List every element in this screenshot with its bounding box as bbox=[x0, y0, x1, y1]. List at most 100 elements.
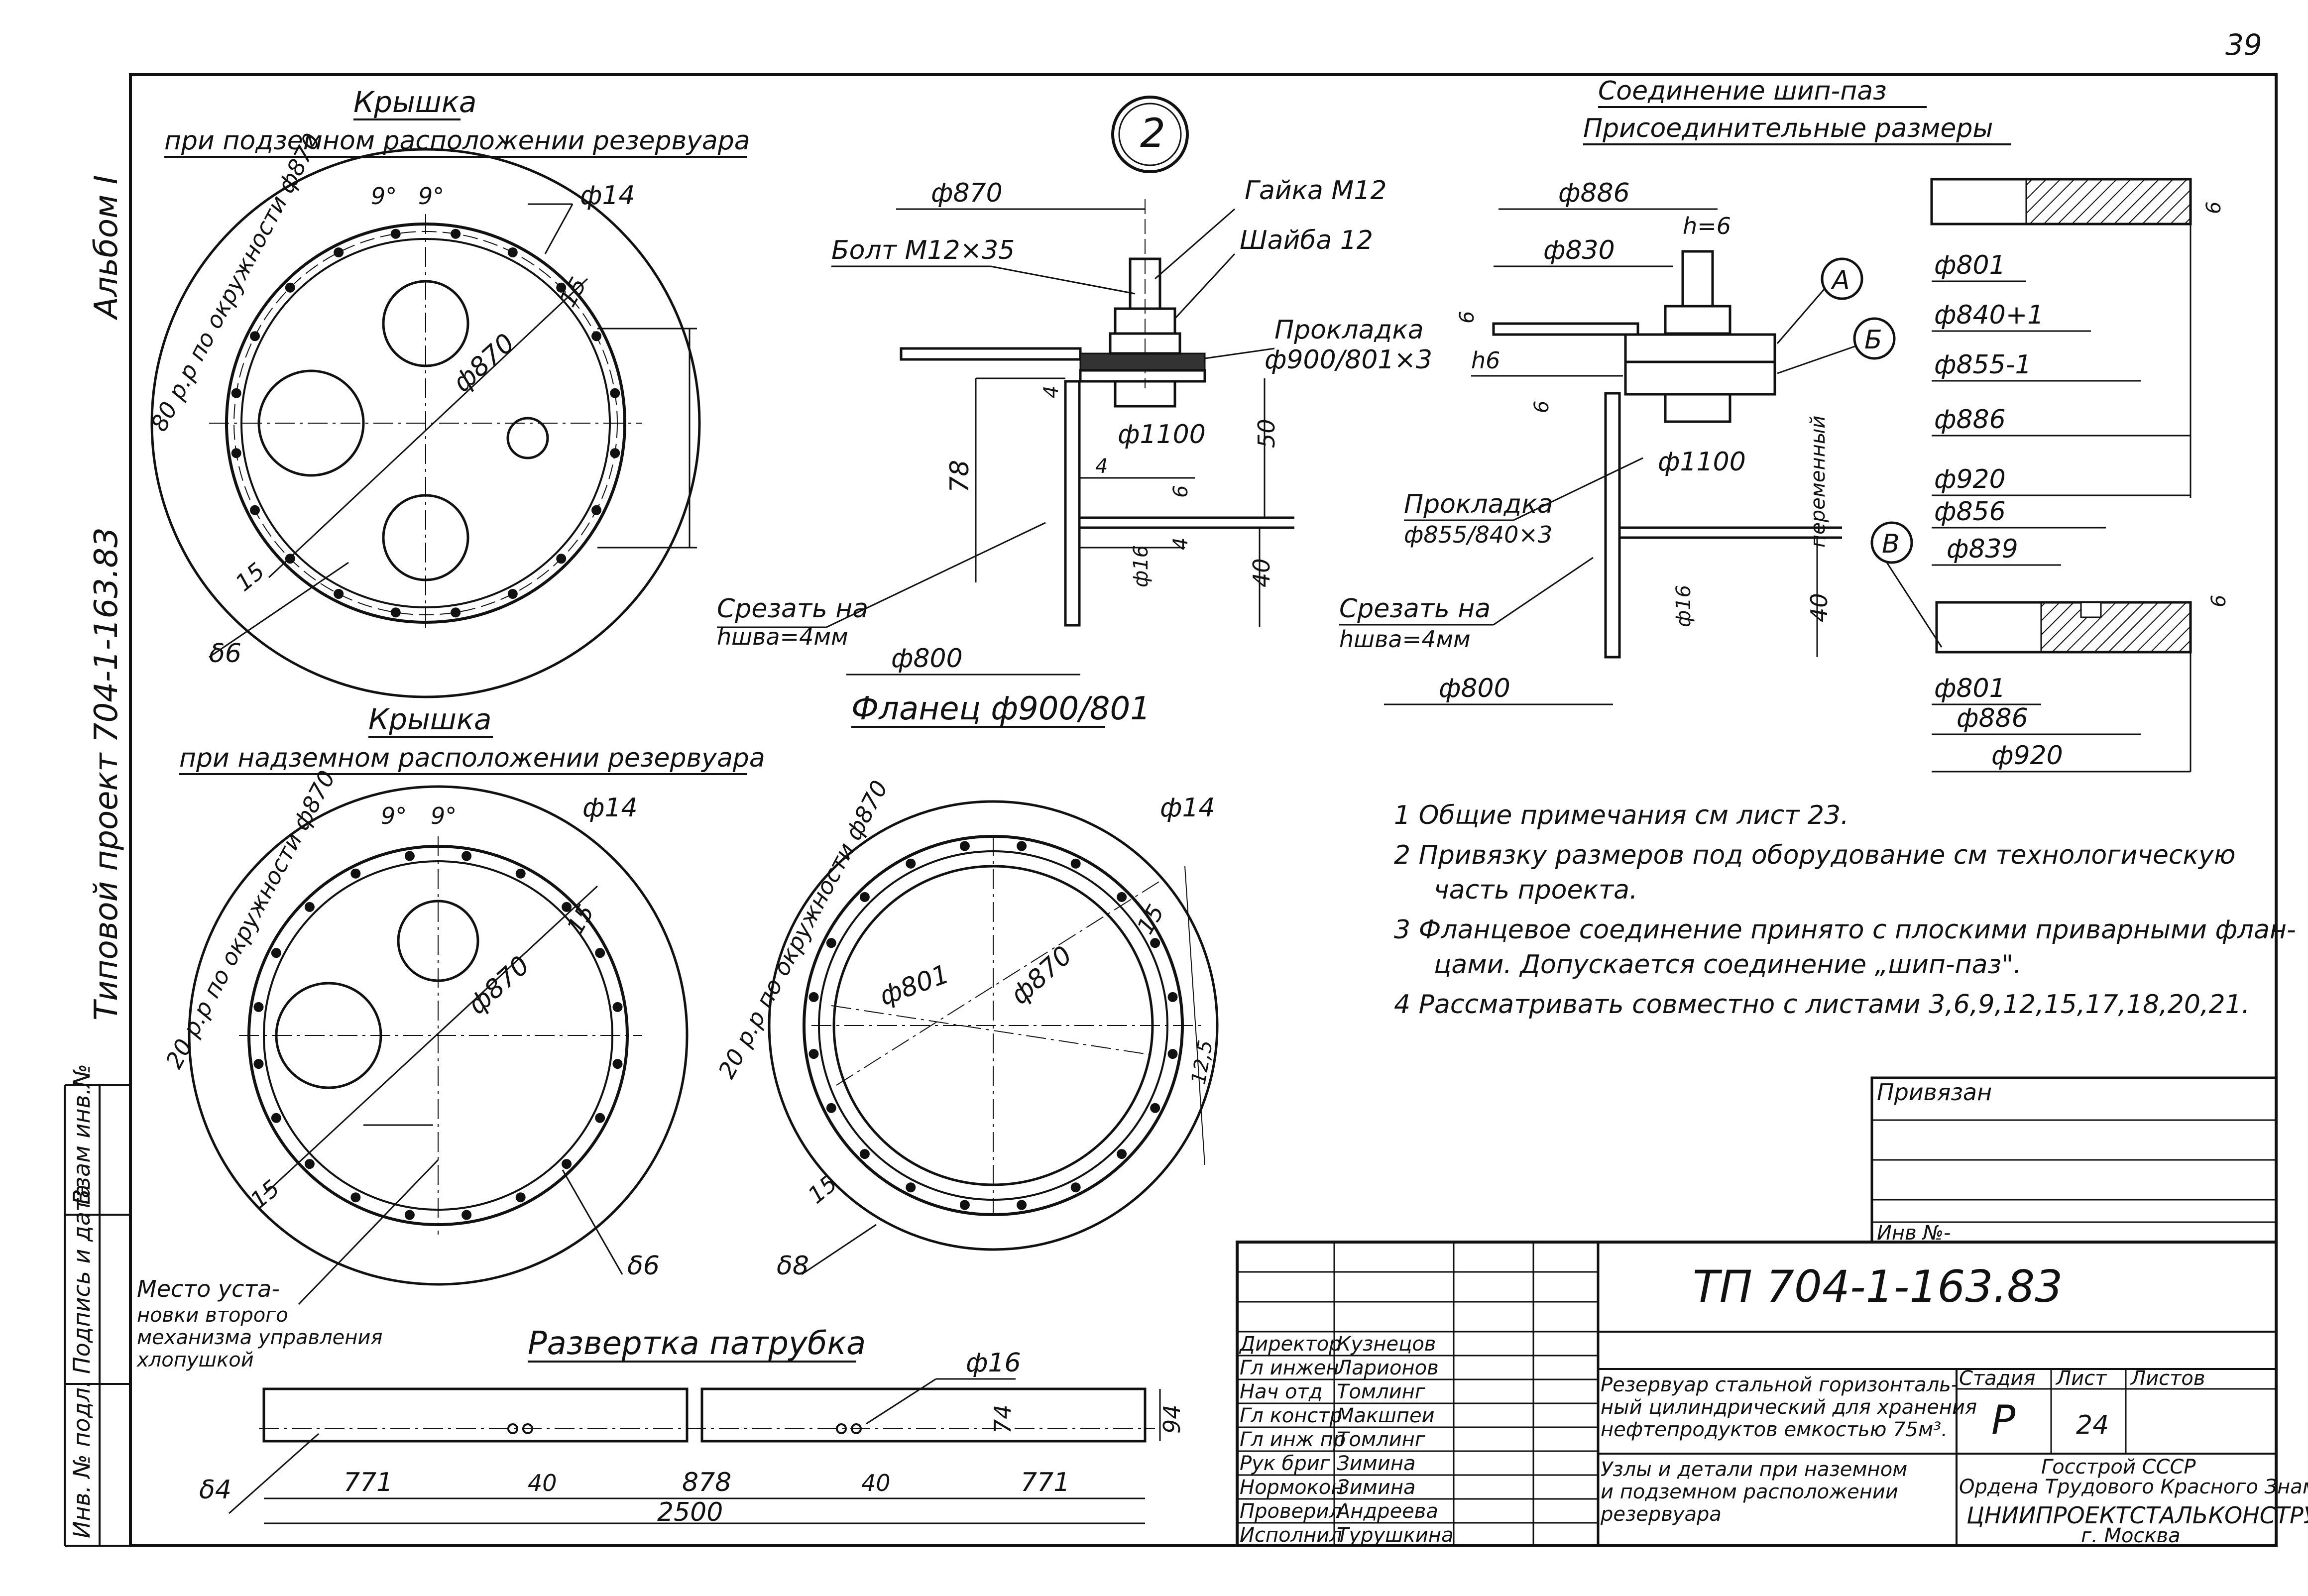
title-person: Турушкина bbox=[1337, 1524, 1454, 1547]
ring-dim-15a: 15 bbox=[1132, 900, 1169, 939]
title-role: Проверил bbox=[1240, 1500, 1342, 1523]
lid-above-note-4: хлопушкой bbox=[136, 1349, 254, 1371]
detail-2-marker: 2 bbox=[1140, 110, 1165, 156]
title-role: Нормокон bbox=[1240, 1476, 1344, 1499]
joint-cut-value: hшва=4мм bbox=[1339, 626, 1471, 653]
title-person: Зимина bbox=[1337, 1476, 1415, 1499]
bolt-hole bbox=[1150, 938, 1160, 948]
bolt-hole bbox=[826, 1103, 836, 1113]
joint-dia-1100: ф1100 bbox=[1658, 447, 1746, 477]
nozzle-dim-94: 94 bbox=[1158, 1404, 1185, 1434]
bolt-hole bbox=[556, 554, 567, 564]
bolt-hole bbox=[906, 1182, 916, 1193]
joint-dim-6b: 6 bbox=[1530, 401, 1553, 413]
joint-marker-a: А bbox=[1831, 265, 1850, 295]
title-org-3: ЦНИИПРОЕКТСТАЛЬКОНСТРУКЦИЯ bbox=[1966, 1502, 2308, 1529]
bolt-hole bbox=[1070, 858, 1081, 869]
nozzle-seg-4: 40 bbox=[861, 1470, 891, 1496]
title-person: Зимина bbox=[1337, 1452, 1415, 1475]
detail-2-dim-4c: 4 bbox=[1169, 538, 1192, 550]
bolt-hole bbox=[231, 388, 241, 398]
lid-under-title: Крышка bbox=[353, 85, 476, 119]
title-person: Кузнецов bbox=[1337, 1333, 1436, 1356]
title-sheet-2: и подземном расположении bbox=[1601, 1481, 1898, 1503]
title-person: Ларионов bbox=[1336, 1357, 1439, 1379]
title-sheet: 24 bbox=[2076, 1410, 2109, 1440]
general-notes: 1 Общие примечания см лист 23. 2 Привязк… bbox=[1394, 800, 2296, 1020]
lid-under-thickness: δ6 bbox=[209, 639, 241, 669]
bolt-hole bbox=[959, 1200, 970, 1210]
detail-2-dim-6: 6 bbox=[1169, 485, 1192, 498]
bolt-hole bbox=[595, 948, 605, 958]
joint-title: Соединение шип-паз bbox=[1598, 76, 1887, 106]
side-cell-signature: Подпись и дата bbox=[68, 1184, 95, 1374]
nozzle-seg-5: 771 bbox=[1021, 1468, 1070, 1497]
detail-2-dim-4a: 4 bbox=[1040, 386, 1063, 398]
bolt-hole bbox=[304, 1159, 315, 1169]
note-4: 4 Рассматривать совместно с листами 3,6,… bbox=[1394, 990, 2250, 1020]
bolt-hole bbox=[271, 1113, 281, 1123]
lid-under-hole-dia: ф14 bbox=[580, 181, 635, 211]
bolt-hole bbox=[610, 448, 620, 458]
nozzle-total: 2500 bbox=[657, 1497, 723, 1527]
bolt-hole bbox=[334, 589, 344, 599]
sheet-frame bbox=[129, 73, 2278, 1547]
bolt-hole bbox=[1117, 1149, 1127, 1159]
bolt-hole bbox=[285, 282, 295, 293]
bolt-hole bbox=[451, 228, 461, 239]
bolt-hole bbox=[906, 858, 916, 869]
lid-under-angle-b: 9° bbox=[418, 183, 444, 210]
bolt-hole bbox=[591, 505, 601, 515]
bolt-hole bbox=[507, 247, 518, 257]
lid-above-note-1: Место уста- bbox=[137, 1275, 280, 1302]
title-description-2: ный цилиндрический для хранения bbox=[1601, 1396, 1977, 1419]
bolt-hole bbox=[462, 851, 472, 861]
bolt-hole bbox=[808, 1049, 819, 1059]
bolt-hole bbox=[591, 331, 601, 342]
bolt-hole bbox=[515, 868, 526, 879]
lid-under-angle-a: 9° bbox=[371, 183, 397, 210]
bolt-hole bbox=[595, 1113, 605, 1123]
bolt-hole bbox=[612, 1002, 623, 1012]
lid-under-dia-870: ф870 bbox=[448, 328, 521, 398]
title-person: Макшпеи bbox=[1337, 1404, 1435, 1427]
title-linked: Привязан bbox=[1877, 1079, 1992, 1106]
profile-bottom-0: ф801 bbox=[1934, 674, 2006, 703]
detail-2-dim-4b: 4 bbox=[1095, 455, 1108, 478]
album-label: Альбом I bbox=[88, 175, 125, 321]
project-label: Типовой проект 704-1-163.83 bbox=[88, 527, 125, 1021]
title-description-3: нефтепродуктов емкостью 75м³. bbox=[1601, 1418, 1948, 1441]
profile-top-3: ф886 bbox=[1934, 405, 2006, 435]
detail-2-dim-78: 78 bbox=[945, 460, 975, 493]
title-person: Андреева bbox=[1335, 1500, 1438, 1523]
nozzle-seg-2: 40 bbox=[528, 1470, 557, 1496]
bolt-hole bbox=[334, 247, 344, 257]
note-2: 2 Привязку размеров под оборудование см … bbox=[1394, 840, 2236, 870]
bolt-hole bbox=[1017, 841, 1027, 851]
profile-bt-2: ф839 bbox=[1947, 534, 2018, 564]
title-org-2: Ордена Трудового Красного Знамени bbox=[1959, 1476, 2308, 1498]
joint-dim-16: ф16 bbox=[1672, 585, 1695, 627]
title-org-4: г. Москва bbox=[2081, 1524, 2181, 1547]
detail-2-flange: 2 ф870 Гайка М12 Шайба 12 Болт М12×35 Пр… bbox=[717, 96, 1432, 728]
nozzle-development: Развертка патрубка ф16 74 94 δ4 771 40 8… bbox=[199, 1325, 1185, 1527]
profile-dims: ф801 ф840+1 ф855-1 ф886 6 ф920 ф856 ф839… bbox=[1870, 178, 2230, 773]
bolt-hole bbox=[250, 331, 260, 342]
profile-marker-v: В bbox=[1882, 529, 1900, 559]
note-2b: часть проекта. bbox=[1434, 875, 1638, 905]
title-role: Директор bbox=[1239, 1333, 1342, 1356]
title-role: Гл констр bbox=[1240, 1404, 1342, 1427]
ring-dim-15b: 15 bbox=[803, 1169, 842, 1209]
detail-2-washer: Шайба 12 bbox=[1240, 226, 1373, 255]
detail-2-gasket: Прокладка bbox=[1274, 315, 1424, 345]
title-stage: Р bbox=[1991, 1397, 2016, 1443]
detail-2-dia-870: ф870 bbox=[931, 178, 1003, 208]
joint-dia-800: ф800 bbox=[1439, 674, 1510, 703]
detail-2-nut: Гайка М12 bbox=[1245, 176, 1386, 206]
joint-dim-6a: 6 bbox=[1456, 311, 1479, 324]
lid-above-thickness: δ6 bbox=[627, 1251, 660, 1281]
bolt-hole bbox=[515, 1192, 526, 1203]
bolt-hole bbox=[253, 1059, 264, 1069]
title-role: Рук бриг bbox=[1240, 1452, 1331, 1475]
